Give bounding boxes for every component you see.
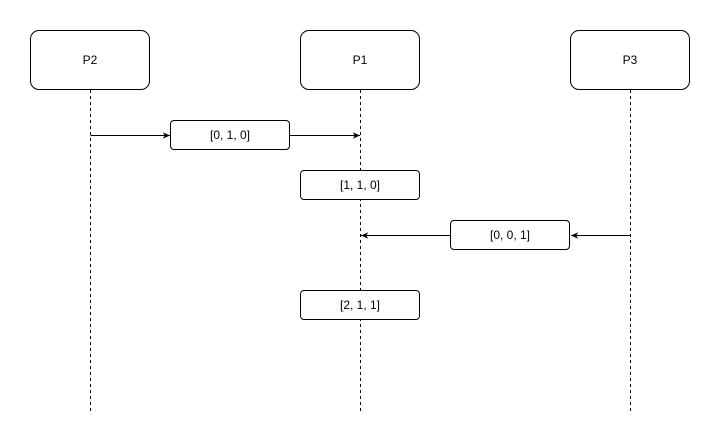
message-box-4-label: [2, 1, 1] [339, 298, 381, 312]
participant-p1-label: P1 [352, 53, 368, 67]
participant-p2-label: P2 [82, 53, 98, 67]
message-box-4[interactable]: [2, 1, 1] [300, 290, 420, 320]
participant-p3[interactable]: P3 [570, 30, 690, 90]
message-box-2[interactable]: [1, 1, 0] [300, 170, 420, 200]
message-box-3-label: [0, 0, 1] [489, 228, 531, 242]
message-box-1[interactable]: [0, 1, 0] [170, 120, 290, 150]
message-box-1-label: [0, 1, 0] [209, 128, 251, 142]
participant-p1[interactable]: P1 [300, 30, 420, 90]
participant-p2[interactable]: P2 [30, 30, 150, 90]
participant-p3-label: P3 [622, 53, 638, 67]
message-box-2-label: [1, 1, 0] [339, 178, 381, 192]
message-box-3[interactable]: [0, 0, 1] [450, 220, 570, 250]
